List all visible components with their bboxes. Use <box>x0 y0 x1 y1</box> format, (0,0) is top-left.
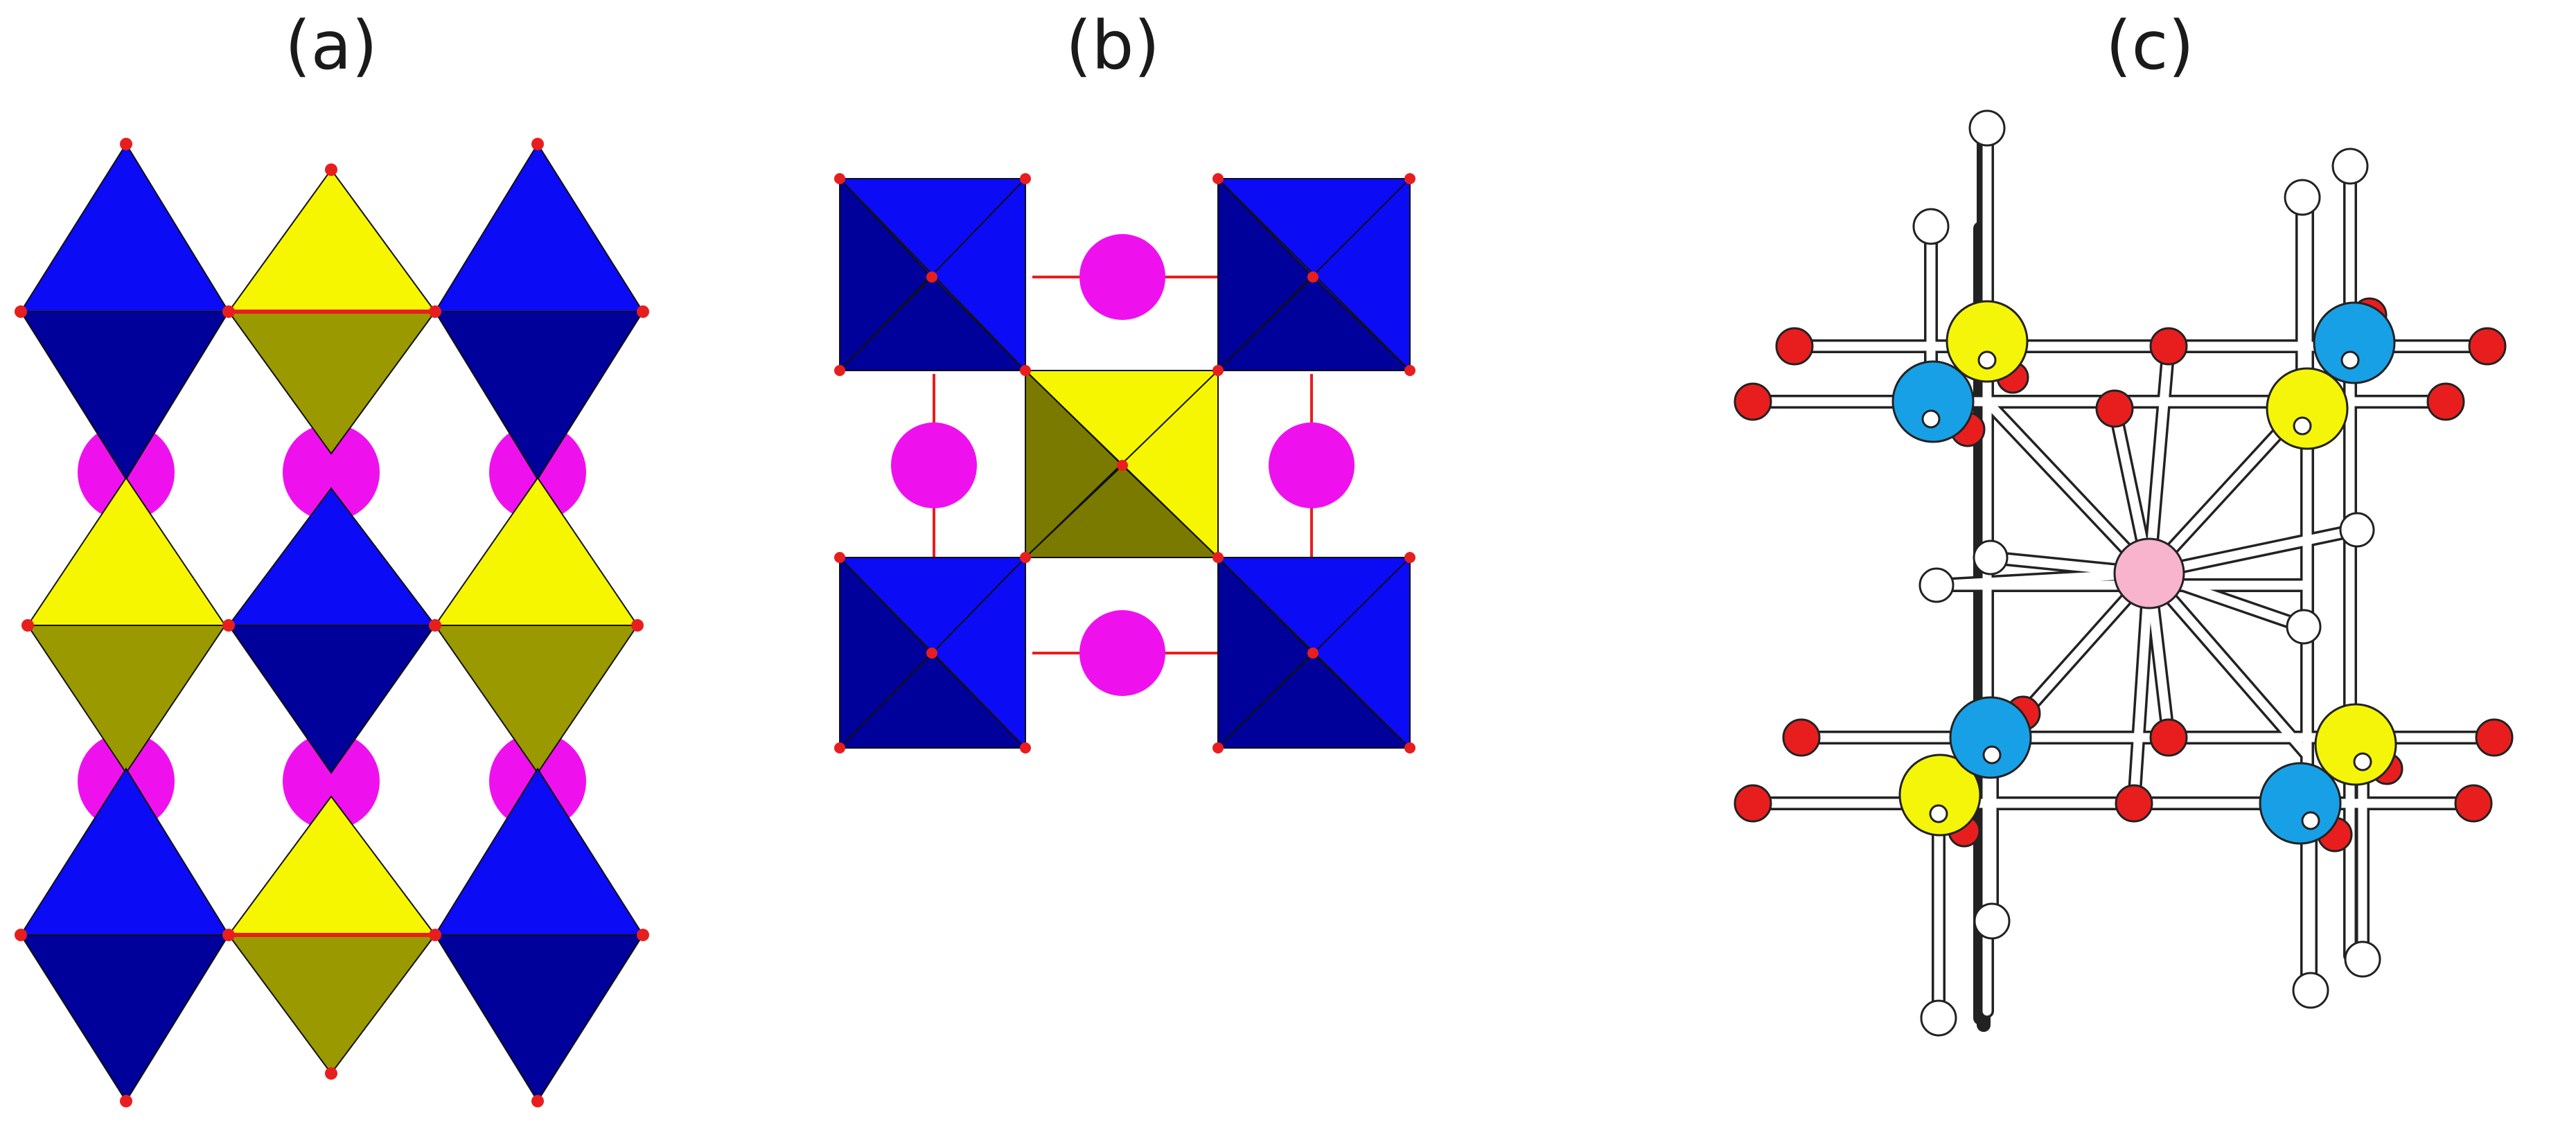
a-site-sphere <box>1079 610 1165 696</box>
cation-stubs <box>1921 350 2372 830</box>
yellow-cation <box>2266 367 2349 450</box>
octahedron-row-2 <box>26 476 639 774</box>
a-site-sphere <box>1269 422 1355 508</box>
yellow-cation <box>2314 703 2397 786</box>
a-site-sphere <box>283 424 380 521</box>
red-bonds <box>229 310 435 937</box>
octahedron-yellow <box>434 476 639 774</box>
white-atoms <box>1912 109 2381 1037</box>
central-pink-atom <box>2113 537 2185 609</box>
panel-label-b: (b) <box>1066 7 1160 84</box>
panel-b-top-view <box>834 173 1415 753</box>
oxygen-vertices <box>15 138 649 1107</box>
octahedron-row-3 <box>19 767 644 1103</box>
blue-cation <box>1949 696 2032 779</box>
oxygen-vertices <box>834 173 1415 753</box>
panel-label-c: (c) <box>2106 7 2194 84</box>
yellow-cation <box>1898 753 1982 837</box>
a-site-sphere <box>283 733 380 830</box>
octahedron-blue <box>19 143 230 481</box>
blue-cation <box>2313 301 2396 384</box>
a-site-sphere <box>1079 234 1165 320</box>
octahedron-yellow <box>26 476 227 774</box>
blue-cation <box>1891 360 1975 443</box>
octahedron-blue <box>434 143 644 481</box>
yellow-cations <box>1898 300 2397 837</box>
octahedron-row-1 <box>19 143 644 481</box>
blue-cations <box>1891 301 2396 845</box>
octahedron-blue <box>19 767 230 1103</box>
panel-c-ball-and-stick <box>1733 109 2514 1037</box>
panel-a-octahedral-layers <box>15 138 649 1107</box>
panel-label-a: (a) <box>285 7 378 84</box>
a-site-spheres <box>891 234 1355 696</box>
octahedron-blue <box>227 487 437 774</box>
yellow-cation <box>1946 300 2029 383</box>
blue-cation <box>2259 762 2342 845</box>
a-site-sphere <box>891 422 977 508</box>
octahedron-blue <box>434 767 644 1103</box>
